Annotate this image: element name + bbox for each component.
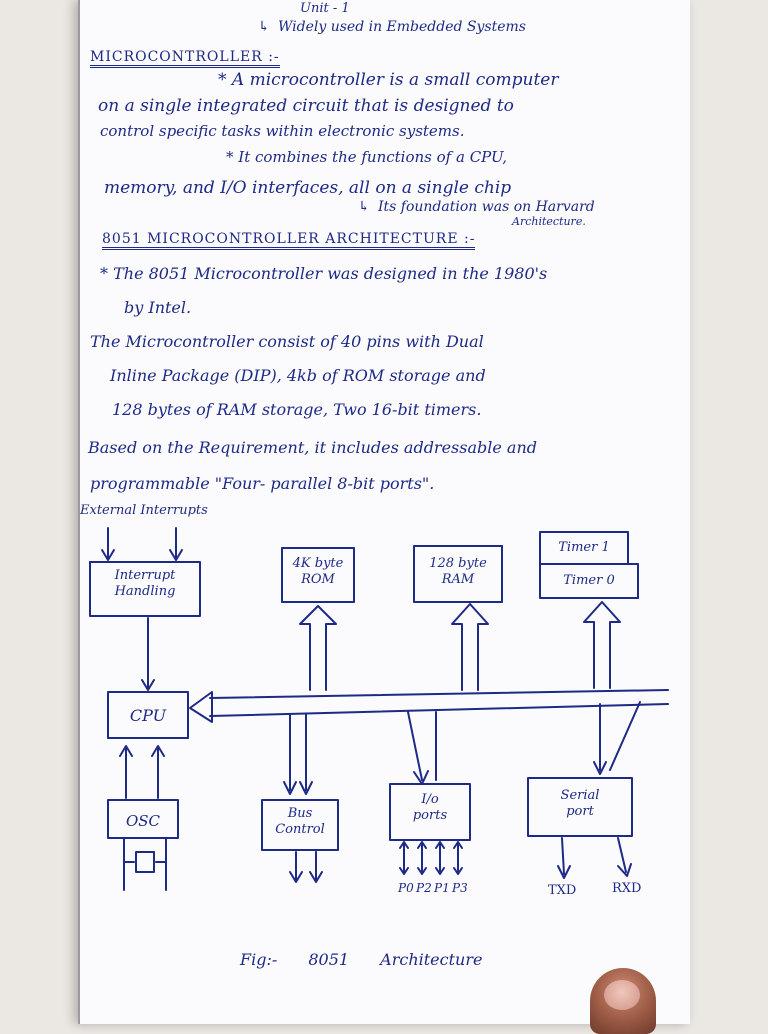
- osc-up-arrow-1: [119, 745, 133, 799]
- rxd-label: RXD: [612, 881, 642, 896]
- unit-label: Unit - 1: [300, 1, 350, 16]
- bus-arrowhead: [189, 691, 213, 723]
- bus-control-line1: Bus: [287, 806, 313, 821]
- arch-line7: programmable "Four- parallel 8-bit ports…: [90, 474, 435, 493]
- rom-bus-arrow: [299, 605, 337, 691]
- ram-box-label: 128 byte RAM: [414, 556, 502, 589]
- serial-port-line1: Serial: [560, 788, 600, 803]
- arch-line3: The Microcontroller consist of 40 pins w…: [90, 332, 484, 351]
- ram-label-line2: RAM: [441, 572, 475, 588]
- bus-to-io-arrow: [407, 711, 429, 785]
- txd-label: TXD: [548, 883, 577, 898]
- foundation-note-line2: Architecture.: [512, 215, 586, 228]
- cpu-label: CPU: [129, 706, 167, 725]
- ram-label-line1: 128 byte: [429, 556, 487, 571]
- architecture-heading: 8051 MICROCONTROLLER ARCHITECTURE :-: [102, 232, 476, 250]
- interrupt-box-label: Interrupt Handling: [90, 568, 200, 601]
- interrupt-box: [89, 561, 201, 617]
- rom-box: [281, 547, 355, 603]
- bus-to-serial-arrow: [593, 703, 607, 775]
- timer0-label: Timer 0: [563, 573, 615, 588]
- arch-line4: Inline Package (DIP), 4kb of ROM storage…: [110, 366, 486, 385]
- port-label-p2: P2: [416, 881, 432, 895]
- ram-bus-arrow: [451, 603, 489, 691]
- osc-up-arrow-2: [151, 745, 165, 799]
- microcontroller-heading: MICROCONTROLLER :-: [90, 50, 280, 68]
- interrupt-label-line2: Handling: [114, 584, 176, 600]
- system-bus: [209, 689, 669, 717]
- arrow-icon: ↳: [258, 19, 270, 35]
- timer1-label: Timer 1: [558, 540, 610, 555]
- serial-port-box: [527, 777, 633, 837]
- io-ports-label: I/o ports: [390, 792, 470, 825]
- io-ports-box: [389, 783, 471, 841]
- arch-line1: * The 8051 Microcontroller was designed …: [100, 264, 548, 283]
- serial-port-line2: port: [566, 804, 594, 820]
- buscontrol-out-1: [289, 851, 303, 883]
- port-label-p0: P0: [398, 881, 414, 895]
- timer0-box: [539, 563, 639, 599]
- osc-label: OSC: [125, 812, 161, 830]
- rom-label-line1: 4K byte: [292, 556, 344, 571]
- arch-line6: Based on the Requirement, it includes ad…: [88, 438, 538, 457]
- bus-to-buscontrol-arrow: [283, 713, 297, 795]
- interrupt-to-cpu-arrow: [141, 617, 155, 691]
- para2-line1: * It combines the functions of a CPU,: [226, 148, 508, 166]
- interrupt-arrow-2: [169, 527, 183, 561]
- figure-caption: Fig:- 8051 Architecture: [240, 950, 483, 969]
- foundation-note-line1: Its foundation was on Harvard: [378, 199, 595, 215]
- io-port-arrows: [399, 841, 463, 875]
- port-label-p1: P1: [434, 881, 450, 895]
- buscontrol-out-2: [309, 851, 323, 883]
- bus-control-line2: Control: [275, 822, 325, 838]
- para2-line2: memory, and I/O interfaces, all on a sin…: [104, 178, 512, 198]
- interrupt-label-line1: Interrupt: [114, 568, 176, 583]
- cpu-box: [107, 691, 189, 739]
- osc-box: [107, 799, 179, 839]
- arch-line5: 128 bytes of RAM storage, Two 16-bit tim…: [112, 400, 482, 419]
- page-binding: [78, 0, 80, 1024]
- para1-line1: * A microcontroller is a small computer: [218, 70, 559, 90]
- rom-label-line2: ROM: [301, 572, 335, 588]
- io-ports-line2: ports: [412, 808, 448, 824]
- fingernail-image: [604, 980, 640, 1010]
- bus-to-buscontrol-arrow-2: [299, 713, 313, 795]
- port-label-p3: P3: [452, 881, 468, 895]
- rxd-arrow: [617, 837, 632, 877]
- ram-box: [413, 545, 503, 603]
- arch-line2: by Intel.: [124, 298, 192, 317]
- para1-line3: control specific tasks within electronic…: [100, 122, 465, 140]
- serial-port-label: Serial port: [528, 788, 632, 821]
- rom-box-label: 4K byte ROM: [282, 556, 354, 589]
- external-interrupts-label: External Interrupts: [80, 503, 208, 518]
- txd-arrow: [557, 837, 571, 879]
- bus-to-serial-line: [609, 701, 641, 771]
- io-ports-line1: I/o: [421, 792, 439, 807]
- embedded-note: Widely used in Embedded Systems: [278, 19, 526, 35]
- timer-bus-arrow: [583, 601, 621, 689]
- crystal-leads: [123, 837, 167, 891]
- crystal-icon: [135, 851, 155, 873]
- bus-control-label: Bus Control: [262, 806, 338, 839]
- interrupt-arrow-1: [101, 527, 115, 561]
- bus-control-box: [261, 799, 339, 851]
- notebook-page: [78, 0, 690, 1024]
- arrow-icon: ↳: [358, 199, 370, 215]
- para1-line2: on a single integrated circuit that is d…: [98, 96, 514, 116]
